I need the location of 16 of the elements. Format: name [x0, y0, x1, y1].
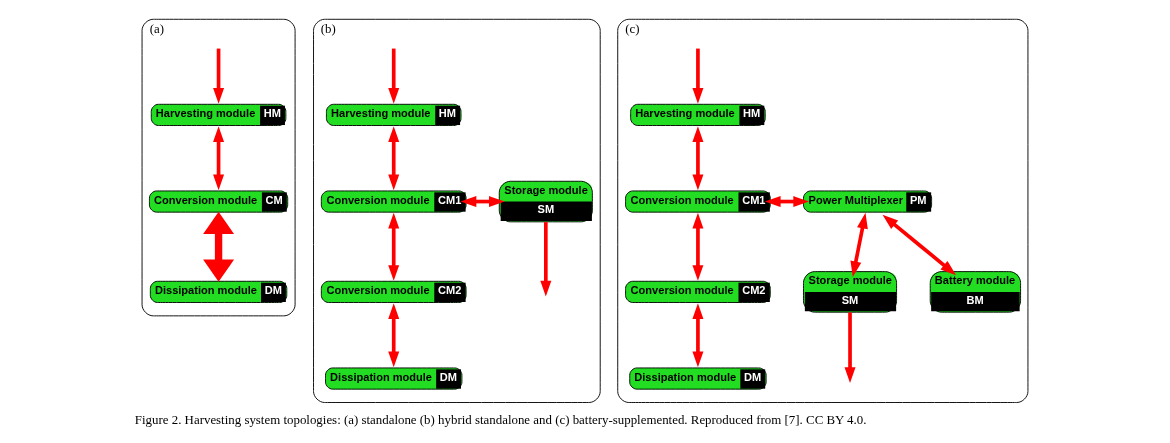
- arrow: [540, 222, 552, 297]
- arrow: [213, 48, 225, 104]
- arrow: [692, 303, 704, 368]
- arrow: [203, 211, 235, 282]
- arrow: [844, 312, 856, 384]
- arrow: [388, 126, 400, 191]
- arrow: [388, 303, 400, 368]
- arrow: [388, 212, 400, 281]
- arrow: [692, 212, 704, 281]
- arrow: [692, 48, 704, 104]
- arrow: [692, 126, 704, 191]
- arrow: [882, 214, 957, 276]
- arrow: [213, 126, 225, 191]
- caption: Figure 2. Harvesting system topologies: (a) standalone (b) hybrid standalone and (c) battery-supplemented. Reproduced from [7]. CC BY 4.0.: [134, 412, 867, 427]
- arrow: [388, 48, 400, 104]
- arrow: [850, 212, 868, 278]
